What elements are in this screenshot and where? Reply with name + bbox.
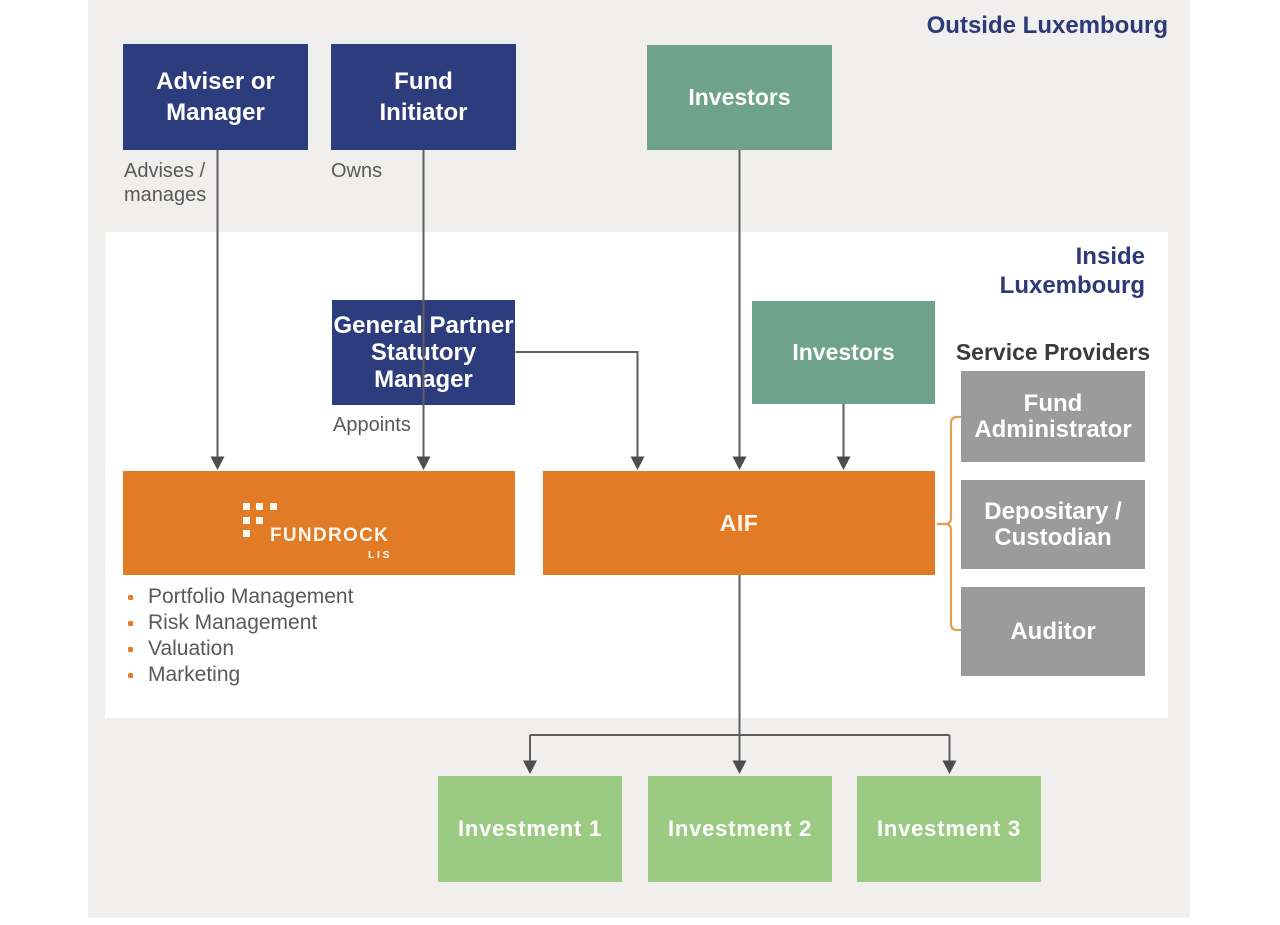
investors-inside-label: Investors [792, 339, 895, 365]
node-investment-3: Investment 3 [857, 776, 1041, 882]
owns-text: Owns [331, 160, 383, 182]
depositary-line1: Depositary / [984, 497, 1122, 525]
fundrock-logo-dot [243, 517, 250, 524]
fundrock-wordmark: FUNDROCK [270, 525, 390, 546]
service-item: Portfolio Management [123, 584, 353, 610]
service-item: Valuation [123, 636, 353, 662]
service-item-text: Risk Management [148, 611, 318, 634]
service-item: Risk Management [123, 610, 353, 636]
appoints-text: Appoints [333, 414, 411, 436]
node-investment-1: Investment 1 [438, 776, 622, 882]
node-investors-outside: Investors [647, 45, 832, 150]
fundrock-services-list: Portfolio Management Risk Management Val… [123, 584, 353, 688]
bullet-icon [128, 673, 133, 678]
investment-3-label: Investment 3 [876, 816, 1022, 841]
adviser-line2: Manager [166, 99, 265, 126]
node-fund-initiator: Fund Initiator [331, 44, 516, 150]
node-fund-administrator: Fund Administrator [961, 371, 1145, 462]
general-partner-line3: Manager [374, 366, 473, 393]
inside-heading-line2: Luxembourg [999, 272, 1145, 299]
service-item-text: Marketing [148, 663, 241, 686]
node-adviser-or-manager: Adviser or Manager [123, 44, 308, 150]
general-partner-line2: Statutory [370, 339, 477, 366]
fund-administrator-line1: Fund [1023, 389, 1083, 417]
fundrock-logo: FUNDROCK LIS [123, 471, 515, 575]
node-general-partner: General Partner Statutory Manager [332, 300, 515, 405]
fundrock-lis-subtext: LIS [368, 549, 393, 561]
investors-outside-label: Investors [688, 84, 791, 110]
auditor-label: Auditor [1010, 617, 1096, 645]
depositary-line2: Custodian [994, 523, 1112, 551]
investment-1-label: Investment 1 [457, 816, 603, 841]
fund-initiator-line1: Fund [394, 68, 453, 95]
investment-2-label: Investment 2 [667, 816, 813, 841]
node-investment-2: Investment 2 [648, 776, 832, 882]
fund-administrator-line2: Administrator [974, 415, 1132, 443]
fundrock-logo-dot [243, 530, 250, 537]
fundrock-logo-dot [243, 503, 250, 510]
outside-luxembourg-heading-text: Outside Luxembourg [926, 12, 1168, 39]
fundrock-logo-dot [270, 503, 277, 510]
edge-label-appoints: Appoints [333, 413, 411, 437]
service-providers-heading-text: Service Providers [955, 339, 1151, 365]
inside-heading-line1: Inside [1075, 243, 1145, 270]
edge-label-advises-manages: Advises / manages [124, 159, 206, 207]
edge-label-owns: Owns [331, 159, 382, 183]
fund-initiator-line2: Initiator [379, 99, 468, 126]
service-item-text: Valuation [148, 637, 235, 660]
aif-label: AIF [719, 509, 759, 536]
adviser-line1: Adviser or [156, 68, 275, 95]
service-providers-heading: Service Providers [956, 339, 1150, 366]
node-auditor: Auditor [961, 587, 1145, 676]
advises-line1: Advises / [124, 160, 206, 182]
general-partner-line1: General Partner [333, 312, 514, 339]
node-aif: AIF [543, 471, 935, 575]
bullet-icon [128, 647, 133, 652]
bullet-icon [128, 595, 133, 600]
service-item: Marketing [123, 662, 353, 688]
fundrock-logo-dot [256, 517, 263, 524]
fundrock-logo-dot [256, 503, 263, 510]
inside-luxembourg-heading: Inside Luxembourg [845, 242, 1145, 300]
bullet-icon [128, 621, 133, 626]
node-investors-inside: Investors [752, 301, 935, 404]
outside-luxembourg-heading: Outside Luxembourg [868, 11, 1168, 40]
node-depositary-custodian: Depositary / Custodian [961, 480, 1145, 569]
service-item-text: Portfolio Management [148, 585, 354, 608]
advises-line2: manages [124, 184, 207, 206]
node-fundrock: FUNDROCK LIS [123, 471, 515, 575]
